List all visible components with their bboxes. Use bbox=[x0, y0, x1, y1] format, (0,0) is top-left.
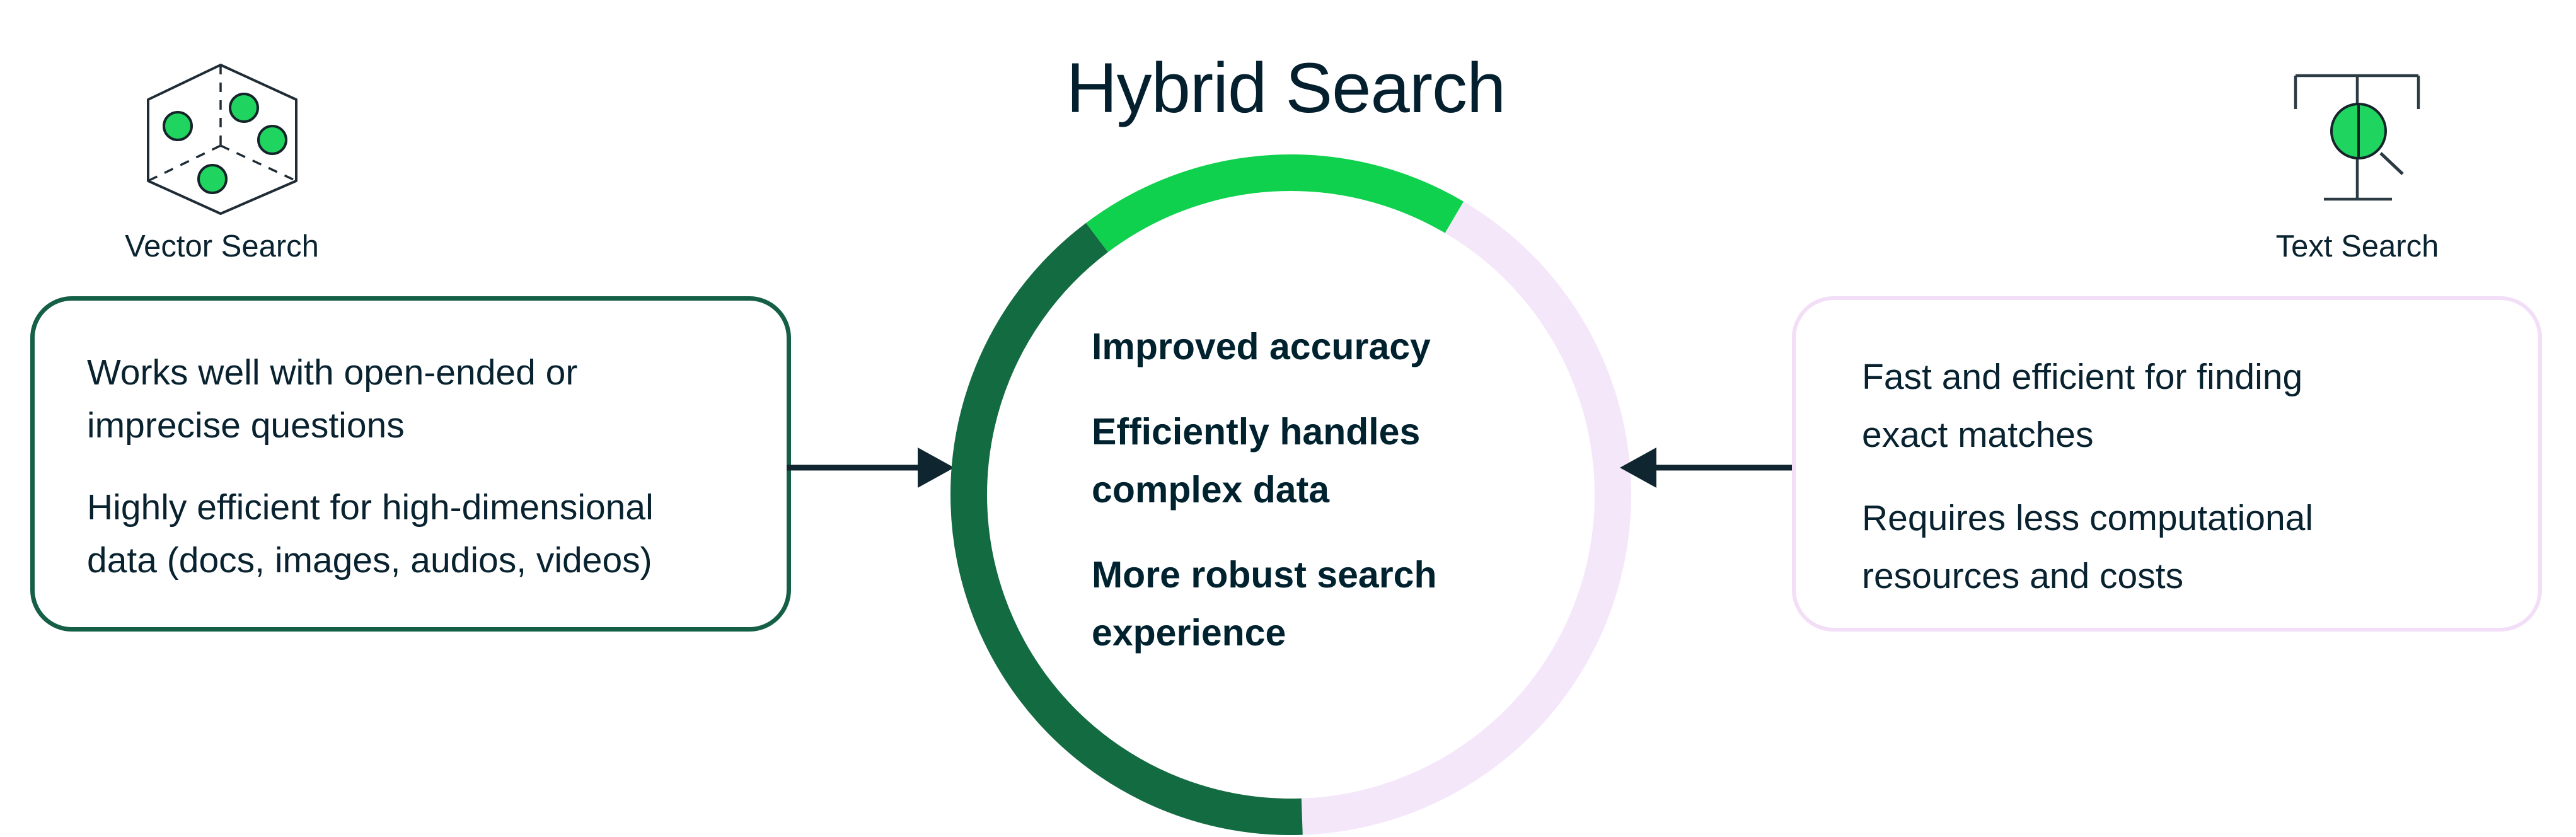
text-search-label: Text Search bbox=[2275, 229, 2439, 263]
vector-search-box: Works well with open-ended or imprecise … bbox=[30, 296, 791, 632]
benefit-item: Improved accuracy bbox=[1092, 326, 1431, 367]
text-search-box: Fast and efficient for finding exact mat… bbox=[1792, 296, 2542, 632]
vector-search-point: Highly efficient for high-dimensional da… bbox=[87, 487, 654, 580]
page-title: Hybrid Search bbox=[1066, 49, 1506, 127]
vector-search-icon bbox=[147, 64, 297, 215]
text-search-point: Fast and efficient for finding exact mat… bbox=[1862, 357, 2303, 455]
benefit-item: More robust search experience bbox=[1092, 554, 1437, 654]
text-search-icon bbox=[2294, 74, 2420, 201]
vector-search-point: Works well with open-ended or imprecise … bbox=[87, 352, 578, 446]
ring-segment-dark-green bbox=[950, 222, 1303, 835]
vector-search-label: Vector Search bbox=[125, 229, 319, 263]
hybrid-ring bbox=[950, 154, 1631, 835]
ring-segment-bright-green bbox=[1086, 154, 1464, 253]
hybrid-benefits-list: Improved accuracy Efficiently handles co… bbox=[1092, 318, 1545, 689]
benefit-item: Efficiently handles complex data bbox=[1092, 411, 1421, 511]
text-search-point: Requires less computational resources an… bbox=[1862, 498, 2314, 596]
arrow-left-to-ring-icon bbox=[787, 447, 954, 488]
arrow-right-to-ring-icon bbox=[1620, 447, 1793, 488]
ring-segment-lavender bbox=[1301, 201, 1631, 835]
